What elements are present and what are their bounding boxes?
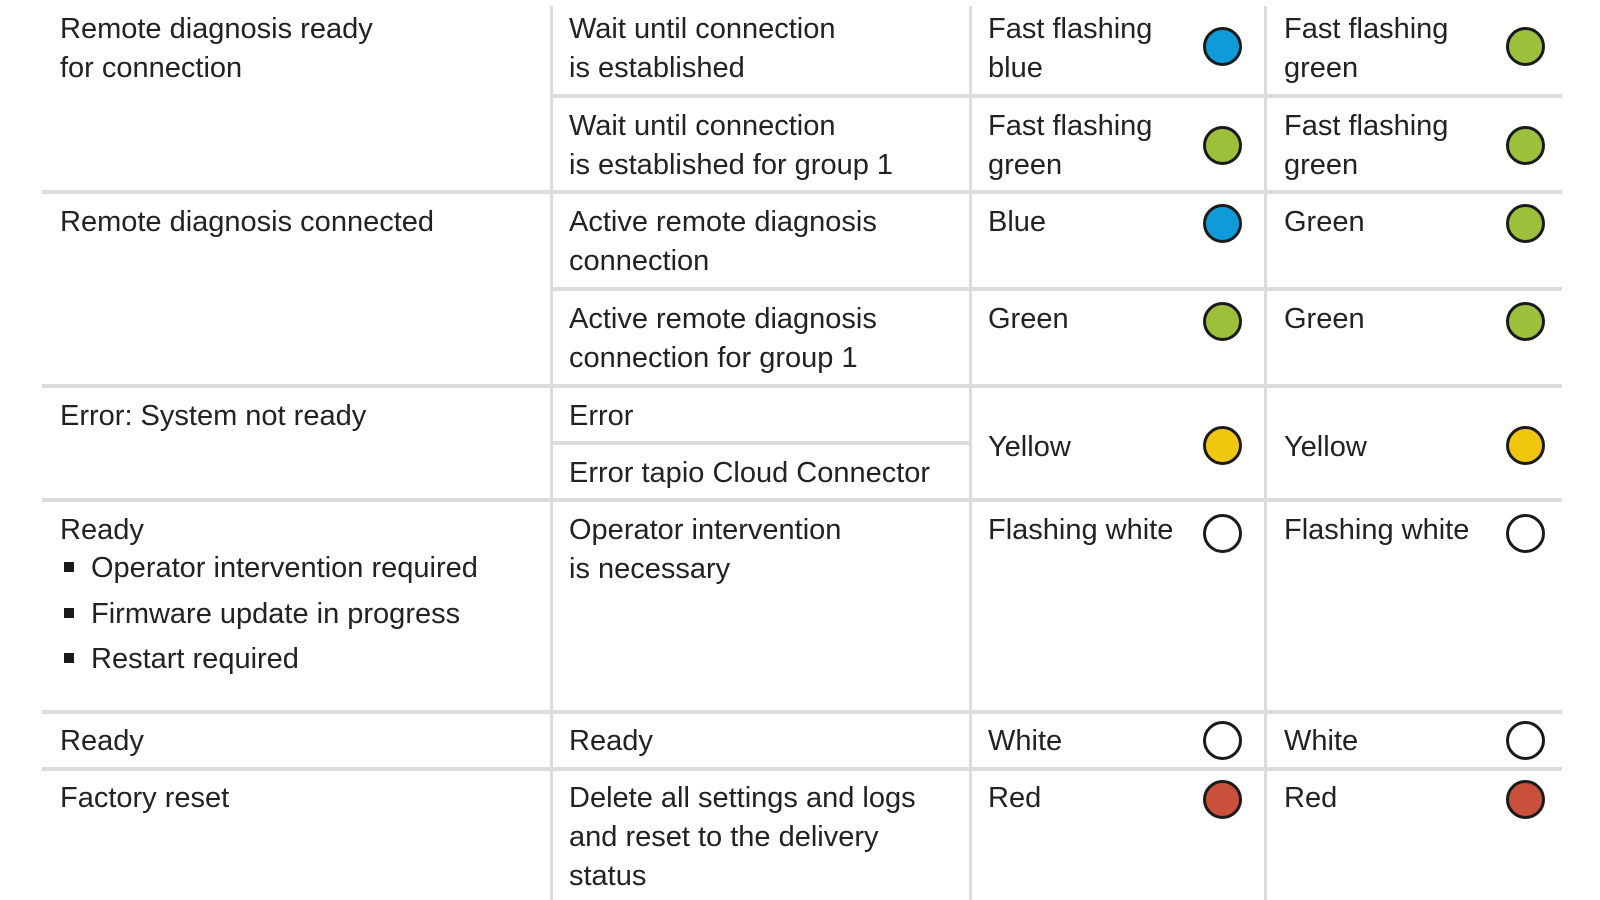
led2-indicator-icon	[1506, 721, 1545, 760]
led1-label: Fast flashing green	[988, 110, 1153, 181]
column-divider	[550, 6, 553, 900]
description: Active remote diagnosis connection for g…	[569, 303, 877, 374]
led1-indicator-icon	[1203, 126, 1242, 165]
row-divider	[551, 94, 1562, 98]
led2-label: Flashing white	[1284, 514, 1470, 546]
row-divider	[42, 384, 1562, 388]
led2-label: Green	[1284, 303, 1365, 335]
bullet-item: Firmware update in progress	[91, 598, 461, 630]
column-divider	[969, 6, 972, 900]
led1-indicator-icon	[1203, 514, 1242, 553]
led2-indicator-icon	[1506, 126, 1545, 165]
led1-label: White	[988, 725, 1063, 757]
state-label: Remote diagnosis ready for connection	[60, 13, 373, 84]
state-label: Ready	[60, 514, 144, 546]
bullet-icon	[64, 653, 74, 663]
row-divider	[42, 498, 1562, 502]
led1-indicator-icon	[1203, 27, 1242, 66]
led1-label: Red	[988, 782, 1042, 814]
row-divider	[42, 767, 1562, 771]
row-divider	[551, 441, 969, 445]
state-label: Error: System not ready	[60, 400, 367, 432]
description: Operator intervention is necessary	[569, 514, 842, 585]
description: Wait until connection is established	[569, 13, 836, 84]
bullet-icon	[64, 608, 74, 618]
description: Error tapio Cloud Connector	[569, 457, 931, 489]
description: Ready	[569, 725, 653, 757]
led1-indicator-icon	[1203, 721, 1242, 760]
led2-indicator-icon	[1506, 204, 1545, 243]
led1-indicator-icon	[1203, 426, 1242, 465]
description: Wait until connection is established for…	[569, 110, 894, 181]
led1-label: Blue	[988, 206, 1047, 238]
led1-label: Yellow	[988, 431, 1071, 463]
row-divider	[551, 287, 1562, 291]
led2-indicator-icon	[1506, 302, 1545, 341]
led1-indicator-icon	[1203, 204, 1242, 243]
led2-label: Fast flashing green	[1284, 110, 1449, 181]
led1-label: Green	[988, 303, 1069, 335]
description: Active remote diagnosis connection	[569, 206, 877, 277]
bullet-item: Restart required	[91, 643, 299, 675]
led1-label: Fast flashing blue	[988, 13, 1153, 84]
led2-label: Green	[1284, 206, 1365, 238]
description: Delete all settings and logs and reset t…	[569, 782, 916, 892]
column-divider	[1264, 6, 1267, 900]
row-divider	[42, 710, 1562, 714]
led2-indicator-icon	[1506, 514, 1545, 553]
led2-label: Fast flashing green	[1284, 13, 1449, 84]
led2-label: Yellow	[1284, 431, 1367, 463]
state-label: Remote diagnosis connected	[60, 206, 435, 238]
led1-indicator-icon	[1203, 780, 1242, 819]
row-divider	[42, 190, 1562, 194]
led2-label: White	[1284, 725, 1359, 757]
led1-indicator-icon	[1203, 302, 1242, 341]
state-label: Factory reset	[60, 782, 230, 814]
state-label: Ready	[60, 725, 144, 757]
led2-indicator-icon	[1506, 426, 1545, 465]
led1-label: Flashing white	[988, 514, 1174, 546]
bullet-item: Operator intervention required	[91, 552, 478, 584]
description: Error	[569, 400, 634, 432]
led2-indicator-icon	[1506, 27, 1545, 66]
led2-label: Red	[1284, 782, 1338, 814]
bullet-icon	[64, 562, 74, 572]
led2-indicator-icon	[1506, 780, 1545, 819]
